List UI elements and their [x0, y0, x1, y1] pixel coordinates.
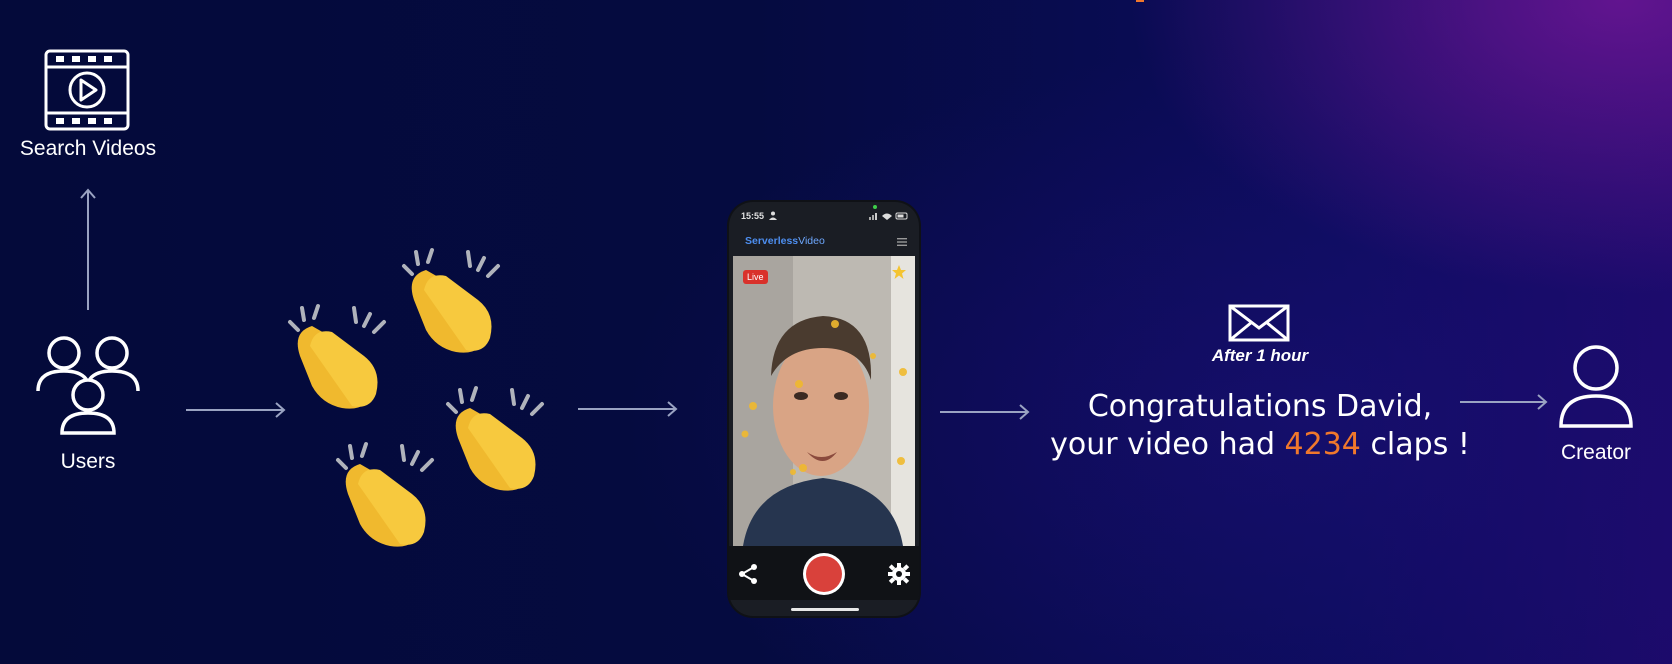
message-line-2: your video had 4234 claps ! [1040, 426, 1480, 464]
status-bar: 15:55 [729, 202, 919, 228]
home-indicator [791, 608, 859, 611]
camera-dot-icon [873, 205, 877, 209]
app-title-part-a: Serverless [745, 235, 799, 247]
users-node [36, 333, 140, 435]
video-film-icon [44, 49, 130, 131]
live-badge: Live [743, 270, 768, 284]
app-bar: ServerlessVideo [729, 228, 919, 254]
creator-label: Creator [1560, 441, 1632, 464]
clapping-hands-icon [330, 438, 440, 550]
share-icon[interactable] [737, 563, 759, 585]
record-button[interactable] [802, 552, 846, 596]
message-line-1: Congratulations David, [1087, 389, 1433, 424]
envelope-icon [1228, 304, 1290, 342]
arrow-users-to-claps [184, 400, 288, 420]
users-group-icon [36, 333, 140, 435]
presenter-face-image [733, 256, 915, 546]
creator-node [1558, 344, 1634, 428]
arrow-claps-to-phone [576, 399, 680, 419]
message-line-2-suffix: claps ! [1360, 427, 1470, 462]
user-icon [1558, 344, 1634, 428]
app-title: ServerlessVideo [745, 235, 825, 247]
congratulations-message: Congratulations David, your video had 42… [1040, 388, 1480, 464]
clap-count: 4234 [1284, 427, 1361, 462]
person-status-icon [769, 211, 777, 220]
arrow-notification-to-creator [1458, 392, 1550, 412]
signal-wifi-battery-icons [869, 212, 909, 220]
clapping-hands-icon [440, 382, 550, 494]
menu-icon[interactable] [897, 238, 907, 246]
settings-icon[interactable] [887, 562, 911, 586]
app-title-part-b: Video [798, 235, 825, 247]
camera-controls [729, 546, 919, 600]
search-videos-node [44, 49, 130, 131]
clapping-hands-icon [396, 244, 506, 356]
after-delay-label: After 1 hour [1211, 346, 1309, 365]
status-time: 15:55 [741, 211, 765, 221]
arrow-phone-to-notification [938, 402, 1032, 422]
clapping-hands-icon [282, 300, 392, 412]
star-icon[interactable] [891, 264, 907, 280]
title-fragment-right [1132, 0, 1148, 4]
users-label: Users [60, 450, 116, 473]
phone-mockup: 15:55 ServerlessVideo [729, 202, 919, 616]
live-video-frame: Live [733, 256, 915, 546]
arrow-users-to-search [78, 186, 98, 312]
title-fragment-left [300, 0, 340, 4]
search-videos-label: Search Videos [19, 137, 157, 160]
message-line-2-prefix: your video had [1050, 427, 1285, 462]
